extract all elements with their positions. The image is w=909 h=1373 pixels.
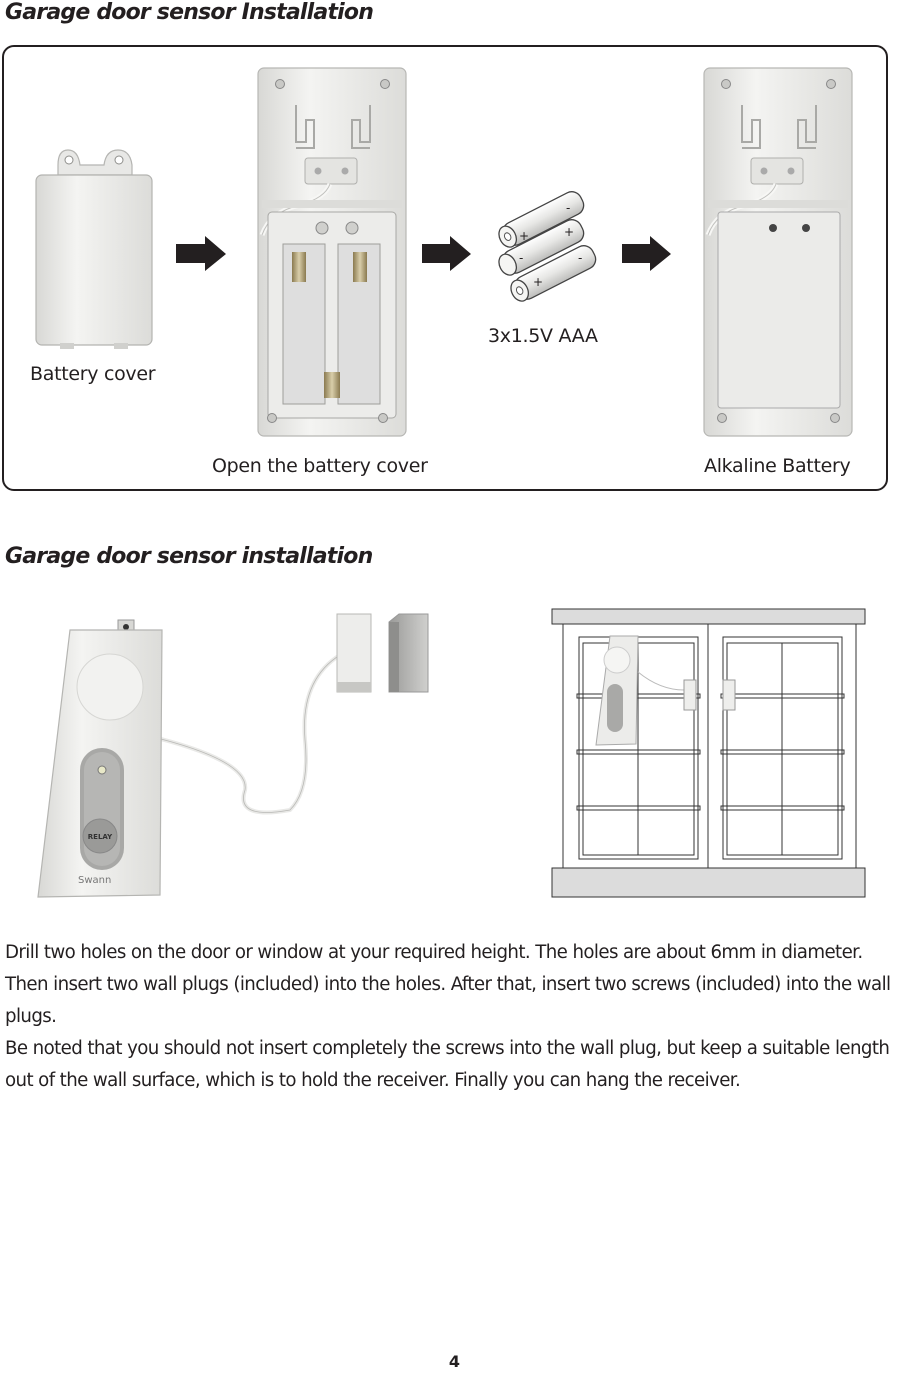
instructions-paragraph: Be noted that you should not insert comp… [5,1038,890,1091]
battery-plus-mark: + [564,225,574,239]
battery-plus-mark: + [519,229,529,243]
battery-minus-mark: - [578,251,582,265]
arrow-icon [176,236,226,271]
instructions-paragraph: Drill two holes on the door or window at… [5,942,891,1027]
page-number: 4 [448,1352,461,1371]
swann-logo: Swann [78,875,111,886]
battery-cover-image [35,149,153,349]
aaa-batteries-image: + - + - - + [498,191,597,302]
window-diagram [551,608,866,898]
caption-alkaline-battery: Alkaline Battery [704,455,851,477]
battery-plus-mark: + [533,275,543,289]
battery-installation-frame [2,45,888,491]
section-heading-battery-installation: Garage door sensor Installation [5,0,374,25]
caption-open-battery-cover: Open the battery cover [212,455,428,477]
sensor-with-magnet-image: RELAY Swann [37,613,429,898]
section-heading-sensor-installation: Garage door sensor installation [5,544,373,569]
closed-sensor-image [703,67,853,437]
relay-button-label: RELAY [88,833,113,841]
instructions-text: Drill two holes on the door or window at… [5,937,909,1097]
caption-aaa-batteries: 3x1.5V AAA [488,325,598,347]
caption-battery-cover: Battery cover [30,363,156,385]
arrow-icon [622,236,671,271]
battery-minus-mark: - [566,201,570,215]
battery-minus-mark: - [519,251,523,265]
open-sensor-image [257,67,407,437]
arrow-icon [422,236,471,271]
